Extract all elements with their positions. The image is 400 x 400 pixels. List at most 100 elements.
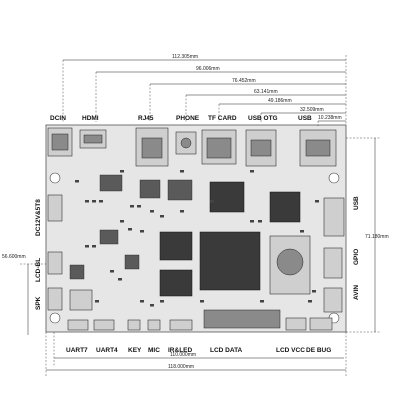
label-usb: USB bbox=[298, 115, 312, 122]
right-dimension-text: 71.180mm bbox=[365, 234, 389, 240]
label-dcin: DCIN bbox=[50, 115, 66, 122]
gpio-header bbox=[323, 247, 343, 279]
avin-connector bbox=[323, 287, 343, 313]
hdmi-port bbox=[83, 134, 103, 144]
tf-card-socket bbox=[206, 137, 232, 159]
switch-block bbox=[69, 289, 93, 311]
smd-part bbox=[92, 200, 96, 203]
smd-part bbox=[180, 210, 184, 213]
bottom-dimension-inner: 110.000mm bbox=[170, 352, 196, 358]
dimension-text: 112.305mm bbox=[172, 54, 198, 60]
label-lcd-bl: LCD-BL bbox=[35, 258, 42, 282]
bottom-dimensions: 110.000mm 118.000mm bbox=[45, 332, 347, 376]
pcb-outline bbox=[45, 124, 347, 333]
dimension-d2: 96.006mm bbox=[95, 66, 346, 122]
smd-part bbox=[118, 278, 122, 281]
pcb-board bbox=[45, 124, 347, 333]
dimension-text: 76.452mm bbox=[232, 78, 256, 84]
uart4-connector bbox=[93, 319, 115, 331]
label-phone: PHONE bbox=[176, 115, 200, 122]
dimension-text: 49.186mm bbox=[268, 98, 292, 104]
ic-chip bbox=[99, 229, 119, 245]
lcd-bl-connector bbox=[47, 251, 63, 275]
smd-part bbox=[130, 205, 134, 208]
mounting-hole bbox=[49, 312, 61, 324]
smd-part bbox=[300, 230, 304, 233]
smd-part bbox=[160, 215, 164, 218]
lcd-data-header bbox=[203, 309, 281, 329]
smd-part bbox=[99, 200, 103, 203]
mounting-hole bbox=[328, 172, 340, 184]
phone-jack-hole bbox=[180, 137, 192, 149]
label-lcd-data: LCD DATA bbox=[210, 347, 243, 354]
dimension-d4: 63.141mm bbox=[185, 89, 346, 122]
dimension-d3: 76.452mm bbox=[149, 78, 346, 122]
smd-part bbox=[110, 270, 114, 273]
smd-part bbox=[95, 300, 99, 303]
dimension-text: 96.006mm bbox=[196, 66, 220, 72]
smd-part bbox=[210, 200, 214, 203]
smd-part bbox=[85, 245, 89, 248]
smd-part bbox=[250, 220, 254, 223]
smd-part bbox=[258, 220, 262, 223]
debug-connector bbox=[309, 317, 333, 331]
dimension-d5: 49.186mm bbox=[218, 98, 346, 122]
dimension-text: 32.509mm bbox=[300, 107, 324, 113]
rj45-port bbox=[141, 137, 163, 159]
usb-connector-right bbox=[323, 197, 345, 237]
ic-chip bbox=[99, 174, 123, 192]
left-dimension-text: 56.600mm bbox=[2, 254, 26, 260]
left-side: DC12V&5T8 LCD-BL SPK 56.600mm bbox=[2, 199, 46, 335]
smd-part bbox=[128, 228, 132, 231]
top-dimensions: 112.305mm 96.006mm 76.452mm 63.141mm 49.… bbox=[62, 54, 347, 126]
smd-part bbox=[140, 300, 144, 303]
smd-part bbox=[150, 304, 154, 307]
label-gpio: GPIO bbox=[353, 249, 360, 265]
coin-cell bbox=[276, 248, 304, 276]
smd-part bbox=[137, 205, 141, 208]
ic-chip bbox=[124, 254, 140, 270]
smd-part bbox=[120, 220, 124, 223]
label-hdmi: HDMI bbox=[82, 115, 99, 122]
usb-otg-port bbox=[250, 139, 272, 157]
dimension-text: 10.238mm bbox=[318, 115, 342, 121]
flash-chip bbox=[209, 181, 245, 213]
dimension-d6: 32.509mm bbox=[260, 107, 346, 122]
smd-part bbox=[160, 300, 164, 303]
ram-chip bbox=[159, 231, 193, 261]
smd-components bbox=[75, 170, 319, 307]
lcd-vcc-connector bbox=[285, 317, 307, 331]
right-side: USB GPIO AVIN 71.180mm bbox=[346, 137, 389, 333]
label-spk: SPK bbox=[35, 296, 42, 310]
label-avin: AVIN bbox=[353, 285, 360, 300]
smd-part bbox=[120, 170, 124, 173]
soc-chip bbox=[199, 231, 261, 291]
label-rj45: RJ45 bbox=[138, 115, 154, 122]
controller-chip bbox=[269, 191, 301, 223]
bottom-labels: UART7 UART4 KEY MIC IR&LED LCD DATA LCD … bbox=[66, 347, 331, 354]
usb-port-top bbox=[305, 139, 331, 157]
ic-chip bbox=[139, 179, 161, 199]
label-key: KEY bbox=[128, 347, 142, 354]
ic-chip bbox=[167, 179, 193, 201]
smd-part bbox=[140, 230, 144, 233]
dimension-d7: 10.238mm bbox=[317, 115, 346, 126]
bottom-dimension-outer: 118.000mm bbox=[168, 364, 194, 370]
mic-connector bbox=[147, 319, 161, 331]
mounting-hole bbox=[49, 172, 61, 184]
ram-chip bbox=[159, 269, 193, 297]
smd-part bbox=[75, 180, 79, 183]
smd-part bbox=[200, 300, 204, 303]
dimension-text: 63.141mm bbox=[254, 89, 278, 95]
label-lcd-vcc: LCD VCC bbox=[276, 347, 305, 354]
ir-led-connector bbox=[169, 319, 193, 331]
spk-connector bbox=[47, 287, 63, 311]
label-uart7: UART7 bbox=[66, 347, 88, 354]
key-connector bbox=[127, 319, 141, 331]
ic-chip bbox=[69, 264, 85, 280]
dimension-d1: 112.305mm bbox=[62, 54, 346, 122]
smd-part bbox=[150, 210, 154, 213]
dcin-jack bbox=[51, 133, 69, 151]
